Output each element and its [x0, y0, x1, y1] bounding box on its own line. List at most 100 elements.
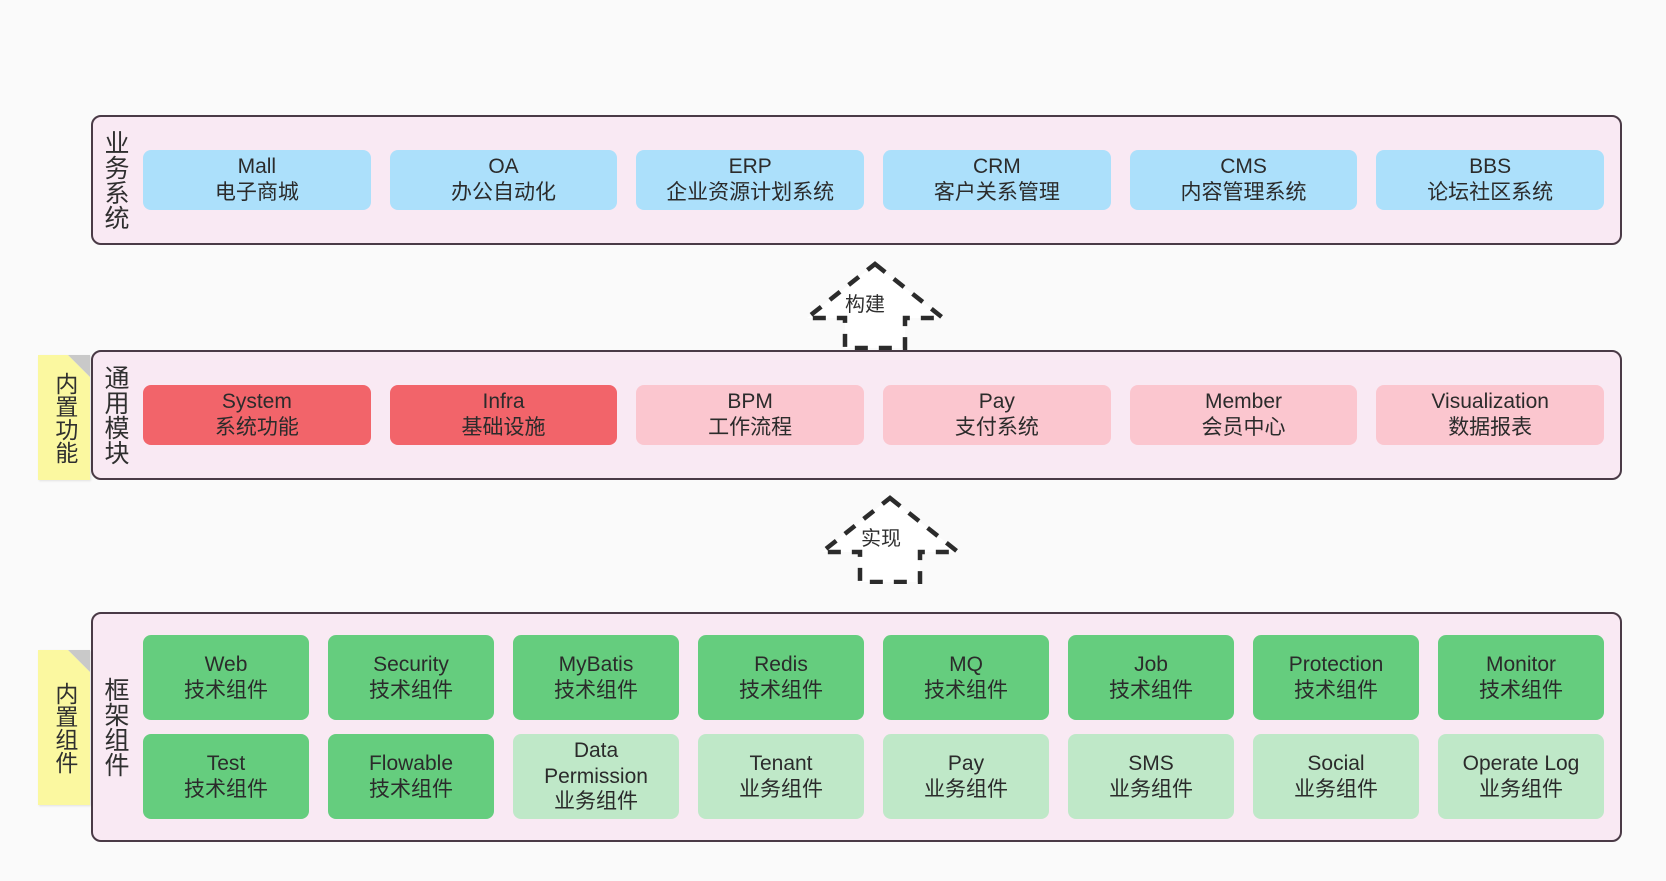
- note-fold-corner-icon: [68, 650, 90, 672]
- component-card-social[interactable]: Social 业务组件: [1253, 734, 1419, 819]
- component-card-test[interactable]: Test 技术组件: [143, 734, 309, 819]
- module-card-crm[interactable]: CRM 客户关系管理: [883, 150, 1111, 210]
- module-card-title: OA: [488, 155, 519, 179]
- layer-row: Test 技术组件 Flowable 技术组件 Data Permission …: [143, 734, 1604, 819]
- layer-row: System 系统功能 Infra 基础设施 BPM 工作流程 Pay 支付系统…: [143, 385, 1605, 445]
- module-card-title: System: [221, 390, 292, 414]
- component-card-tenant[interactable]: Tenant 业务组件: [698, 734, 864, 819]
- component-card-subtitle: 技术组件: [1294, 678, 1378, 702]
- module-card-title: CRM: [972, 155, 1021, 179]
- module-card-bbs[interactable]: BBS 论坛社区系统: [1376, 150, 1605, 210]
- component-card-subtitle: 业务组件: [924, 777, 1008, 801]
- layer-body-framework-components: Web 技术组件 Security 技术组件 MyBatis 技术组件 Redi…: [137, 614, 1620, 840]
- module-card-title: Pay: [978, 390, 1015, 414]
- module-card-subtitle: 工作流程: [708, 416, 793, 439]
- layer-common-modules: 通用模块 System 系统功能 Infra 基础设施 BPM 工作流程 Pay…: [91, 350, 1622, 480]
- component-card-subtitle: 技术组件: [184, 777, 268, 801]
- module-card-title: Infra: [482, 390, 525, 414]
- component-card-title: Data Permission: [544, 739, 648, 788]
- module-card-subtitle: 数据报表: [1448, 416, 1533, 439]
- component-card-job[interactable]: Job 技术组件: [1068, 635, 1234, 720]
- layer-body-business-systems: Mall 电子商城 OA 办公自动化 ERP 企业资源计划系统 CRM 客户关系…: [137, 117, 1620, 243]
- connector-build: [795, 258, 955, 351]
- module-card-system[interactable]: System 系统功能: [143, 385, 371, 445]
- module-card-subtitle: 会员中心: [1201, 416, 1286, 439]
- module-card-title: CMS: [1220, 155, 1267, 179]
- note-builtin-components: 内置组件: [38, 650, 90, 805]
- component-card-pay[interactable]: Pay 业务组件: [883, 734, 1049, 819]
- module-card-cms[interactable]: CMS 内容管理系统: [1129, 150, 1358, 210]
- module-card-oa[interactable]: OA 办公自动化: [389, 150, 618, 210]
- module-card-title: Mall: [237, 155, 277, 179]
- component-card-subtitle: 业务组件: [1109, 777, 1193, 801]
- component-card-mq[interactable]: MQ 技术组件: [883, 635, 1049, 720]
- module-card-erp[interactable]: ERP 企业资源计划系统: [636, 150, 865, 210]
- layer-row: Mall 电子商城 OA 办公自动化 ERP 企业资源计划系统 CRM 客户关系…: [143, 150, 1605, 210]
- module-card-subtitle: 论坛社区系统: [1427, 181, 1554, 204]
- module-card-infra[interactable]: Infra 基础设施: [389, 385, 618, 445]
- layer-title-common-modules: 通用模块: [101, 365, 129, 465]
- component-card-subtitle: 业务组件: [739, 777, 823, 801]
- component-card-title: Redis: [754, 652, 808, 676]
- component-card-redis[interactable]: Redis 技术组件: [698, 635, 864, 720]
- module-card-subtitle: 内容管理系统: [1180, 181, 1307, 204]
- module-card-title: BBS: [1469, 155, 1512, 179]
- module-card-subtitle: 企业资源计划系统: [666, 181, 835, 204]
- layer-body-common-modules: System 系统功能 Infra 基础设施 BPM 工作流程 Pay 支付系统…: [137, 352, 1620, 478]
- module-card-title: Visualization: [1431, 390, 1549, 414]
- module-card-subtitle: 客户关系管理: [933, 181, 1060, 204]
- component-card-mybatis[interactable]: MyBatis 技术组件: [513, 635, 679, 720]
- module-card-pay[interactable]: Pay 支付系统: [883, 385, 1111, 445]
- note-builtin-features: 内置功能: [38, 355, 90, 480]
- module-card-title: ERP: [728, 155, 772, 179]
- component-card-subtitle: 技术组件: [369, 678, 453, 702]
- layer-title-business-systems: 业务系统: [101, 130, 129, 230]
- component-card-title: Test: [206, 751, 246, 775]
- component-card-flowable[interactable]: Flowable 技术组件: [328, 734, 494, 819]
- component-card-subtitle: 技术组件: [554, 678, 638, 702]
- component-card-subtitle: 业务组件: [1479, 777, 1563, 801]
- component-card-subtitle: 技术组件: [739, 678, 823, 702]
- component-card-data-permission[interactable]: Data Permission 业务组件: [513, 734, 679, 819]
- component-card-title: Job: [1134, 652, 1168, 676]
- component-card-title: MQ: [949, 652, 983, 676]
- module-card-subtitle: 基础设施: [461, 416, 546, 439]
- component-card-subtitle: 技术组件: [1479, 678, 1563, 702]
- component-card-protection[interactable]: Protection 技术组件: [1253, 635, 1419, 720]
- module-card-mall[interactable]: Mall 电子商城: [143, 150, 371, 210]
- component-card-sms[interactable]: SMS 业务组件: [1068, 734, 1234, 819]
- component-card-subtitle: 业务组件: [1294, 777, 1378, 801]
- component-card-operate-log[interactable]: Operate Log 业务组件: [1438, 734, 1604, 819]
- module-card-bpm[interactable]: BPM 工作流程: [636, 385, 865, 445]
- connector-build-label: 构建: [845, 294, 885, 316]
- component-card-title: Monitor: [1485, 652, 1557, 676]
- component-card-subtitle: 技术组件: [184, 678, 268, 702]
- module-card-visualization[interactable]: Visualization 数据报表: [1376, 385, 1605, 445]
- module-card-title: BPM: [727, 390, 773, 414]
- note-fold-corner-icon: [68, 355, 90, 377]
- component-card-subtitle: 技术组件: [924, 678, 1008, 702]
- module-card-subtitle: 支付系统: [954, 416, 1039, 439]
- layer-title-framework-components: 框架组件: [101, 677, 129, 777]
- component-card-title: Operate Log: [1462, 751, 1580, 775]
- module-card-subtitle: 电子商城: [214, 181, 299, 204]
- component-card-title: Pay: [947, 751, 985, 775]
- component-card-title: Tenant: [749, 751, 813, 775]
- component-card-security[interactable]: Security 技术组件: [328, 635, 494, 720]
- component-card-title: SMS: [1128, 751, 1174, 775]
- layer-business-systems: 业务系统 Mall 电子商城 OA 办公自动化 ERP 企业资源计划系统 CRM…: [91, 115, 1622, 245]
- component-card-web[interactable]: Web 技术组件: [143, 635, 309, 720]
- component-card-title: Social: [1307, 751, 1365, 775]
- connector-implement-label: 实现: [861, 528, 901, 550]
- component-card-subtitle: 技术组件: [1109, 678, 1193, 702]
- layer-row: Web 技术组件 Security 技术组件 MyBatis 技术组件 Redi…: [143, 635, 1604, 720]
- note-label: 内置组件: [51, 681, 78, 774]
- component-card-title: Security: [373, 652, 449, 676]
- module-card-title: Member: [1205, 390, 1283, 414]
- component-card-title: Protection: [1288, 652, 1384, 676]
- component-card-monitor[interactable]: Monitor 技术组件: [1438, 635, 1604, 720]
- module-card-subtitle: 办公自动化: [451, 181, 556, 204]
- module-card-member[interactable]: Member 会员中心: [1129, 385, 1358, 445]
- component-card-subtitle: 业务组件: [554, 790, 638, 814]
